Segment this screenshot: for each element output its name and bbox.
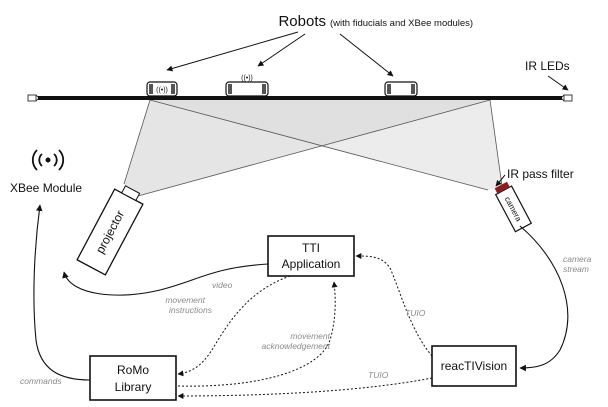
ir-led-icon: [27, 94, 40, 102]
movement-instructions-arrow: [177, 275, 291, 377]
robots-title: Robots: [278, 13, 326, 30]
camera-stream-label: camera: [563, 254, 592, 264]
svg-text:reacTIVision: reacTIVision: [441, 359, 507, 373]
robot-icon: ((•)): [146, 81, 178, 97]
projector: projector: [76, 185, 144, 276]
robot-icon: [384, 81, 418, 97]
tti-application-box: TTI Application: [267, 235, 355, 277]
svg-text:RoMo: RoMo: [117, 363, 149, 377]
movement-ack-arrow: [177, 281, 338, 387]
svg-text:Library: Library: [115, 380, 152, 394]
camera-stream-label: stream: [563, 264, 589, 274]
movement-ack-label: movement: [290, 331, 330, 341]
movement-instructions-label: movement: [165, 295, 205, 305]
tuio-lower-label: TUIO: [368, 370, 389, 380]
camera: camera: [494, 181, 533, 233]
tuio-upper-arrow: [355, 253, 433, 357]
xbee-label: XBee Module: [10, 181, 82, 195]
video-label: video: [212, 280, 233, 290]
video-arrow: [62, 263, 269, 296]
title-arrow: [166, 31, 299, 72]
robots-subtitle: (with fiducials and XBee modules): [330, 18, 473, 29]
reactivision-box: reacTIVision: [431, 345, 517, 387]
tuio-lower-arrow: [177, 377, 433, 399]
svg-text:TTI: TTI: [302, 241, 320, 255]
movement-ack-label: acknowledgement: [261, 341, 330, 351]
movement-instructions-label: instructions: [169, 305, 213, 315]
romo-library-box: RoMo Library: [89, 355, 177, 401]
ir-leds-label: IR LEDs: [525, 59, 570, 73]
commands-arrow: [33, 204, 91, 381]
title-arrow: [257, 33, 306, 67]
svg-text:((•)): ((•)): [156, 87, 168, 94]
camera-stream-arrow: [519, 225, 569, 372]
robot-icon: ((•)): [225, 75, 269, 97]
wireless-signal-icon: [31, 149, 65, 171]
tuio-upper-label: TUIO: [405, 308, 426, 318]
ir-filter-label: IR pass filter: [507, 167, 574, 181]
ir-led-icon: [560, 94, 573, 102]
svg-text:((•)): ((•)): [241, 75, 253, 82]
commands-label: commands: [20, 376, 62, 386]
svg-text:Application: Application: [282, 257, 341, 271]
title-arrow: [339, 33, 394, 77]
